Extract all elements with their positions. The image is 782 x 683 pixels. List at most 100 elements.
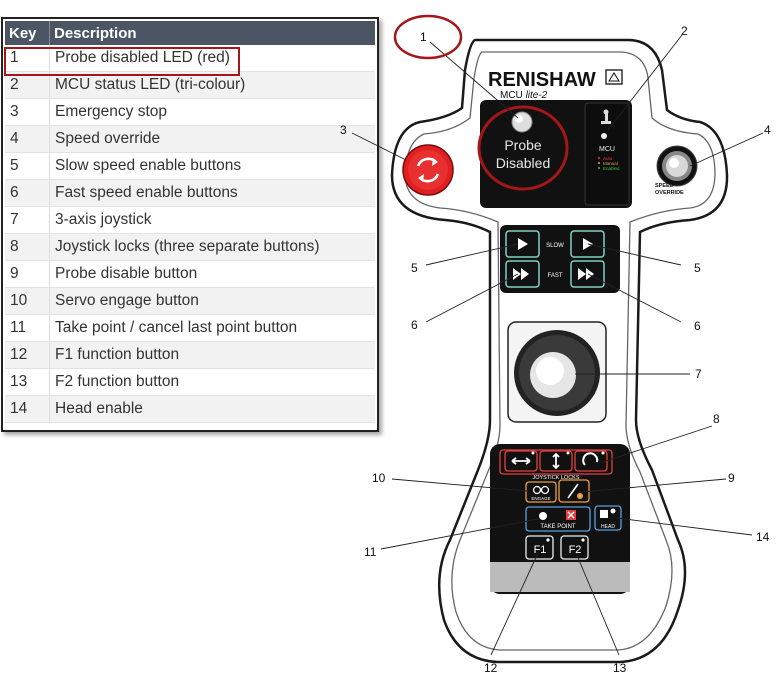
row-key: 6: [5, 179, 50, 207]
probe-disable-button[interactable]: [558, 479, 590, 503]
joystick[interactable]: [514, 330, 600, 416]
row-key: 12: [5, 341, 50, 369]
emergency-stop-button[interactable]: [402, 144, 454, 196]
head-label: HEAD: [601, 524, 615, 530]
row-key: 3: [5, 98, 50, 126]
brand-logo-text: RENISHAW: [488, 69, 596, 91]
slow-label: SLOW: [546, 243, 564, 249]
joystick-lock-xy-button[interactable]: [504, 450, 538, 472]
engage-label: ENGAGE: [531, 496, 550, 501]
joystick-locks-group: [499, 449, 613, 475]
callout-line-6b: [587, 273, 682, 323]
key-table-header: Key Description: [5, 21, 375, 45]
mcu-status-icon: [601, 109, 611, 124]
row-key: 13: [5, 368, 50, 396]
row-key: 10: [5, 287, 50, 315]
callout-line-12: [490, 552, 539, 656]
callout-14: 14: [756, 530, 770, 544]
speed-override-knob[interactable]: [656, 145, 698, 187]
speed-override-label-2: OVERRIDE: [655, 190, 684, 196]
row-1-highlight-box: [4, 47, 240, 76]
row-key: 8: [5, 233, 50, 261]
callout-8: 8: [713, 412, 720, 426]
slow-speed-button-left[interactable]: [505, 230, 540, 258]
row-description: Servo engage button: [49, 287, 375, 315]
model-label: MCU lite-2: [500, 90, 548, 101]
callout-7: 7: [695, 367, 702, 381]
fast-speed-button-right[interactable]: [570, 260, 605, 288]
callout-9: 9: [728, 471, 735, 485]
row-description: F2 function button: [49, 368, 375, 396]
callout-line-5b: [587, 243, 682, 266]
row-key: 2: [5, 71, 50, 99]
callout-line-4: [689, 132, 764, 167]
callout-2: 2: [681, 24, 688, 38]
fast-label: FAST: [547, 273, 562, 279]
row-key: 5: [5, 152, 50, 180]
cancel-point-button[interactable]: [566, 510, 576, 520]
f1-label: F1: [534, 544, 547, 556]
f1-function-button[interactable]: [525, 535, 554, 560]
probe-label-line1: Probe: [504, 137, 542, 153]
mcu-label: MCU: [599, 146, 615, 153]
renishaw-emblem-icon: [605, 69, 623, 85]
take-point-group: [525, 506, 591, 532]
take-point-label: TAKE POINT: [540, 524, 576, 530]
callout-line-8: [599, 425, 713, 464]
row-description: Joystick locks (three separate buttons): [49, 233, 375, 261]
callout-lines: [351, 34, 764, 656]
callout-line-13: [575, 552, 620, 656]
callout-line-11: [380, 518, 539, 550]
row-description: Fast speed enable buttons: [49, 179, 375, 207]
status-auto: Auto: [603, 156, 613, 161]
callout-line-9: [581, 478, 727, 493]
row-description: Take point / cancel last point button: [49, 314, 375, 342]
callout-line-14: [616, 517, 753, 536]
callout-line-2: [607, 34, 683, 131]
slow-speed-button-right[interactable]: [570, 230, 605, 258]
callout-4: 4: [764, 123, 771, 137]
head-enable-button[interactable]: [594, 505, 622, 531]
row-key: 14: [5, 395, 50, 423]
mcu-status-led: [601, 133, 607, 139]
f2-label: F2: [569, 544, 582, 556]
joystick-lock-z-button[interactable]: [539, 450, 573, 472]
callout-12: 12: [484, 661, 498, 675]
row-description: Probe disabled LED (red): [49, 45, 375, 72]
callout-11: 11: [364, 545, 377, 559]
row-description: Head enable: [49, 395, 375, 423]
callout-6-right: 6: [694, 319, 701, 333]
servo-engage-button[interactable]: [525, 481, 557, 503]
f2-function-button[interactable]: [560, 535, 589, 560]
fast-speed-button-left[interactable]: [505, 260, 540, 288]
lower-control-panel: [490, 444, 630, 594]
row-description: MCU status LED (tri-colour): [49, 71, 375, 99]
lower-label-strip: [490, 562, 630, 592]
row-description: Probe disable button: [49, 260, 375, 288]
callout-3: 3: [340, 123, 347, 137]
joystick-locks-label: JOYSTICK LOCKS: [532, 475, 579, 481]
row-description: Speed override: [49, 125, 375, 153]
status-manual: Manual: [603, 161, 618, 166]
row-key: 9: [5, 260, 50, 288]
row-key: 4: [5, 125, 50, 153]
probe-highlight-circle: [477, 105, 569, 191]
speed-override-label-1: SPEED: [655, 183, 674, 189]
probe-label-line2: Disabled: [496, 155, 550, 171]
callout-6-left: 6: [411, 318, 418, 332]
take-point-button[interactable]: [539, 512, 547, 520]
row-key: 1: [5, 45, 50, 72]
callout-line-6a: [425, 273, 519, 323]
mcu-led-panel: [584, 102, 630, 206]
callout-line-10: [391, 478, 529, 492]
